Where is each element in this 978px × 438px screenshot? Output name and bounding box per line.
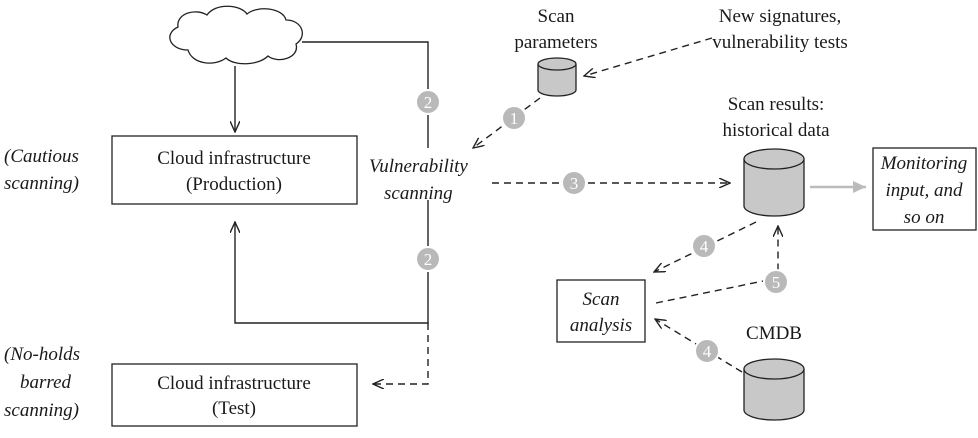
cloud-test-line1: Cloud infrastructure — [157, 373, 311, 394]
no-holds-line2: barred — [20, 372, 72, 393]
step-circle — [415, 89, 441, 115]
monitoring-line3: so on — [904, 207, 945, 228]
new-signatures-line1: New signatures, — [719, 6, 841, 27]
cmdb-label: CMDB — [746, 323, 802, 344]
scan-analysis-line2: analysis — [570, 315, 632, 336]
scan-results-line2: historical data — [722, 120, 830, 141]
cloud-to-scanner-line — [302, 41, 429, 148]
step-number: 1 — [510, 109, 519, 128]
step-circle — [763, 269, 789, 295]
analysis-to-results-arrow — [655, 226, 778, 304]
scan-parameters-cylinder — [537, 57, 577, 97]
monitoring-box — [872, 147, 977, 231]
cloud-production-line2: (Production) — [186, 174, 282, 195]
scanner-to-production-line — [235, 200, 429, 324]
step-number: 2 — [424, 250, 433, 269]
signatures-to-parameters-arrow — [584, 37, 713, 76]
no-holds-line3: scanning) — [4, 400, 79, 421]
cloud-production-box — [111, 135, 358, 205]
step-circle — [501, 105, 527, 131]
cloud-test-line2: (Test) — [212, 398, 256, 419]
step-circle — [561, 170, 587, 196]
step-number: 2 — [424, 93, 433, 112]
scan-results-cylinder — [743, 148, 805, 217]
cloud-icon — [169, 5, 303, 65]
step-number: 4 — [703, 342, 712, 361]
scan-parameters-line1: Scan — [538, 6, 575, 27]
monitoring-line2: input, and — [885, 180, 963, 201]
step-number: 3 — [570, 174, 579, 193]
cautious-scanning-line2: scanning) — [4, 173, 79, 194]
cloud-test-box — [111, 363, 358, 427]
scan-analysis-line1: Scan — [583, 289, 620, 310]
scan-results-line1: Scan results: — [728, 94, 825, 115]
step-circle — [415, 246, 441, 272]
new-signatures-line2: vulnerability tests — [712, 32, 848, 53]
scan-parameters-line2: parameters — [514, 32, 597, 53]
cloud-production-line1: Cloud infrastructure — [157, 148, 311, 169]
no-holds-line1: (No-holds — [4, 344, 80, 365]
scanner-to-test-arrow — [373, 323, 429, 384]
step-circle — [694, 338, 720, 364]
cmdb-cylinder — [743, 358, 805, 421]
step-number: 5 — [772, 273, 781, 292]
scan-analysis-box — [556, 279, 646, 343]
step-circle — [691, 233, 717, 259]
vulnerability-scanning-line2: scanning — [384, 183, 453, 204]
cautious-scanning-line1: (Cautious — [4, 146, 79, 167]
vulnerability-scanning-line1: Vulnerability — [369, 156, 468, 177]
step-number: 4 — [700, 237, 709, 256]
results-to-analysis-arrow — [654, 221, 757, 272]
monitoring-line1: Monitoring — [880, 153, 968, 174]
